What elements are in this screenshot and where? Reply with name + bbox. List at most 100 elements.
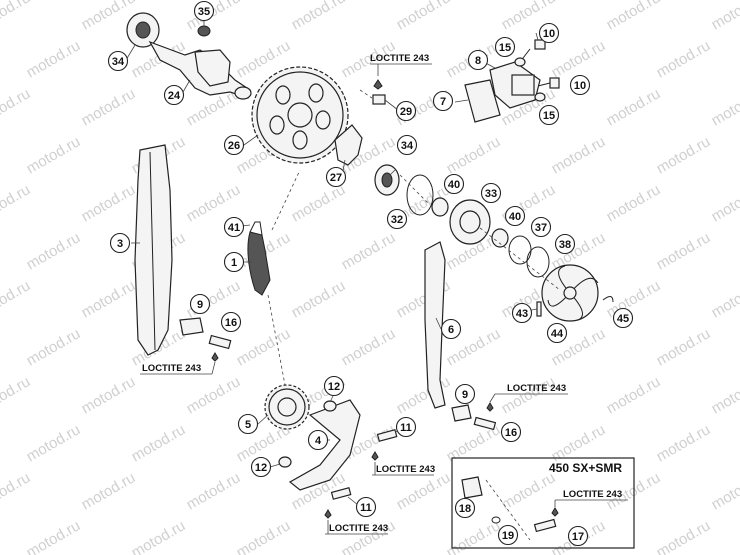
- watermark-text: motod.ru: [0, 469, 33, 513]
- callout-number: 10: [574, 80, 586, 92]
- callout-circle: [567, 525, 589, 547]
- callout-number: 6: [448, 324, 454, 336]
- watermark-text: motod.ru: [604, 373, 664, 417]
- watermark-text: motod.ru: [444, 133, 504, 177]
- bushing-12-bottom: [278, 456, 292, 468]
- callout-circle: [355, 496, 377, 518]
- callout-c34a: 34: [107, 50, 129, 72]
- callout-c40a: 40: [443, 173, 465, 195]
- callout-c44: 44: [546, 322, 568, 344]
- watermark-text: motod.ru: [24, 421, 84, 465]
- callout-number: 8: [475, 55, 481, 67]
- callout-c10a: 10: [538, 22, 560, 44]
- watermark-text: motod.ru: [0, 0, 33, 33]
- watermark-text: motod.ru: [129, 421, 189, 465]
- bolt-17: [533, 507, 559, 533]
- watermark-text: motod.ru: [654, 229, 714, 273]
- loctite-label-middle: LOCTITE 243: [376, 464, 435, 475]
- watermark-text: motod.ru: [709, 469, 740, 513]
- watermark-text: motod.ru: [339, 229, 399, 273]
- watermark-text: motod.ru: [79, 181, 139, 225]
- callout-number: 7: [440, 96, 446, 108]
- callout-circle: [569, 74, 591, 96]
- callout-c12a: 12: [323, 375, 345, 397]
- callout-circle: [546, 322, 568, 344]
- spring-35: [197, 25, 211, 37]
- callout-number: 17: [572, 531, 584, 543]
- watermark-text: motod.ru: [289, 181, 349, 225]
- callout-circle: [223, 134, 245, 156]
- decompressor-bracket-27: [334, 124, 363, 166]
- gasket-7: [464, 79, 501, 123]
- callout-circle: [220, 311, 242, 333]
- washer-15-right: [534, 92, 546, 102]
- watermark-text: motod.ru: [654, 517, 714, 555]
- watermark-text: motod.ru: [0, 277, 33, 321]
- callout-c29: 29: [395, 100, 417, 122]
- callout-number: 1: [231, 257, 237, 269]
- callout-c4: 4: [307, 429, 329, 451]
- watermark-text: motod.ru: [709, 277, 740, 321]
- callout-c9b: 9: [454, 383, 476, 405]
- callout-circle: [396, 134, 418, 156]
- callout-circle: [511, 302, 533, 324]
- watermark-text: motod.ru: [79, 469, 139, 513]
- watermark-text: motod.ru: [499, 469, 559, 513]
- callout-circle: [467, 49, 489, 71]
- callout-number: 5: [245, 419, 251, 431]
- callout-circle: [454, 383, 476, 405]
- callout-number: 40: [509, 211, 521, 223]
- watermark-text: motod.ru: [184, 373, 244, 417]
- bushing-12-top: [323, 400, 337, 412]
- watermark-text: motod.ru: [654, 133, 714, 177]
- callout-circle: [109, 232, 131, 254]
- loctite-label-bottom: LOCTITE 243: [329, 523, 388, 534]
- watermark-text: motod.ru: [79, 373, 139, 417]
- callout-c3: 3: [109, 232, 131, 254]
- tensioner-8: [489, 61, 541, 109]
- callout-circle: [494, 36, 516, 58]
- bolt-16-right: [473, 402, 497, 431]
- bolt-29: [372, 79, 386, 105]
- oring-38: [526, 246, 550, 278]
- callout-circle: [323, 375, 345, 397]
- callout-circle: [443, 173, 465, 195]
- callout-number: 10: [543, 28, 555, 40]
- loctite-label-box: LOCTITE 243: [563, 489, 622, 500]
- watermark-text: motod.ru: [234, 325, 294, 369]
- loctite-labels: LOCTITE 243 LOCTITE 243 LOCTITE 243 LOCT…: [140, 53, 628, 535]
- watermark-text: motod.ru: [604, 85, 664, 129]
- callout-circle: [432, 90, 454, 112]
- callout-number: 33: [485, 188, 497, 200]
- callout-number: 26: [228, 140, 240, 152]
- callout-circle: [530, 216, 552, 238]
- callout-circle: [237, 413, 259, 435]
- inset-box: [451, 457, 635, 549]
- watermark-text: motod.ru: [394, 373, 454, 417]
- callout-number: 43: [516, 308, 528, 320]
- callout-number: 38: [559, 239, 571, 251]
- chain-guide-4: [288, 399, 361, 491]
- watermark-text: motod.ru: [289, 0, 349, 33]
- chain-guide-3: [134, 144, 173, 356]
- callout-c1: 1: [223, 251, 245, 273]
- callout-number: 11: [360, 502, 372, 514]
- watermark-text: motod.ru: [24, 133, 84, 177]
- watermark-text: motod.ru: [549, 133, 609, 177]
- watermark-text: motod.ru: [289, 277, 349, 321]
- callout-number: 45: [617, 313, 629, 325]
- watermark-text: motod.ru: [709, 0, 740, 33]
- watermark-text: motod.ru: [549, 421, 609, 465]
- bolt-11-bottom: [324, 487, 352, 519]
- seal-40-left: [431, 197, 449, 217]
- callout-number: 44: [551, 328, 564, 340]
- callout-c16a: 16: [220, 311, 242, 333]
- callout-circle: [538, 104, 560, 126]
- callout-c32: 32: [386, 208, 408, 230]
- watermark-text: motod.ru: [184, 469, 244, 513]
- callout-number: 16: [505, 427, 517, 439]
- cam-sprocket-26: [251, 66, 349, 164]
- callout-c11b: 11: [355, 496, 377, 518]
- callout-circle: [440, 318, 462, 340]
